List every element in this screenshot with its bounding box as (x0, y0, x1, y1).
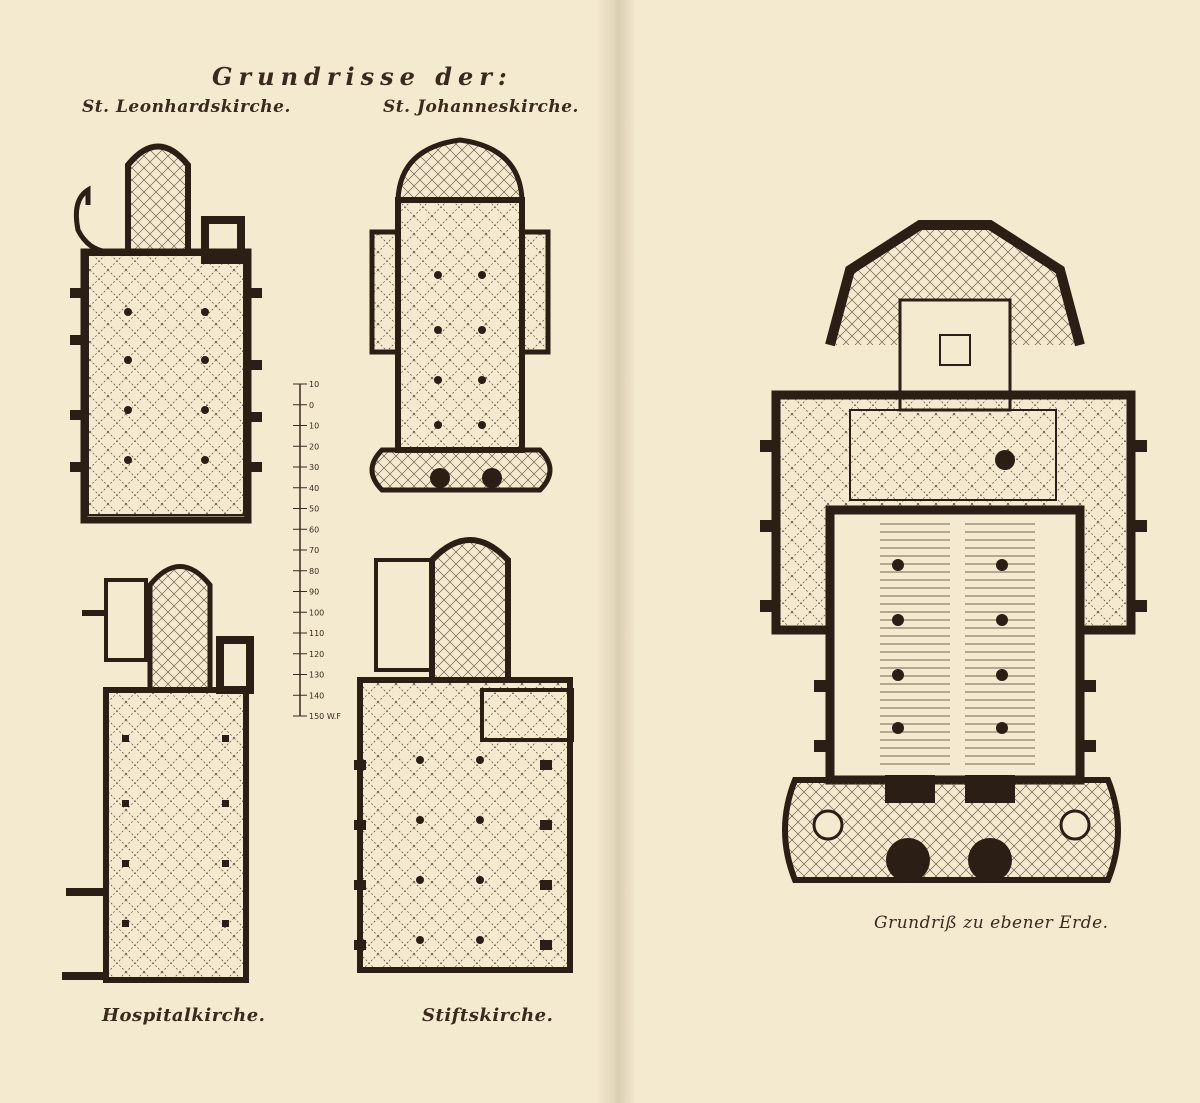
plan-hospitalkirche (62, 564, 254, 983)
label-johanneskirche: St. Johanneskirche. (383, 97, 579, 117)
scale-tick-label: 150 W.F (309, 712, 341, 721)
ground-pillars (892, 450, 1015, 734)
scale-tick-label: 70 (309, 546, 319, 555)
scale-tick-label: 120 (309, 650, 324, 659)
scale-tick-label: 80 (309, 567, 319, 576)
hospital-pillars (122, 735, 229, 927)
stift-buttresses (354, 760, 552, 950)
scale-tick-label: 110 (309, 629, 324, 638)
scale-tick-label: 140 (309, 691, 324, 700)
scale-tick-label: 40 (309, 484, 319, 493)
ground-towers (812, 775, 1091, 882)
scale-tick-label: 100 (309, 608, 324, 617)
label-hospitalkirche: Hospitalkirche. (102, 1005, 266, 1026)
scale-tick-label: 30 (309, 463, 319, 472)
hospital-side-walls (62, 610, 106, 980)
label-ground-floor-plan: Grundriß zu ebener Erde. (874, 913, 1109, 933)
plan-johanneskirche (369, 137, 553, 493)
plan-leonhardskirche (70, 143, 262, 524)
leonhard-pillars (124, 308, 209, 464)
label-leonhardskirche: St. Leonhardskirche. (82, 97, 291, 117)
johannes-towers (430, 468, 502, 488)
scale-tick-label: 130 (309, 671, 324, 680)
page-gutter (596, 0, 636, 1103)
label-stiftskirche: Stiftskirche. (422, 1005, 554, 1026)
scale-tick-label: 60 (309, 525, 319, 534)
scale-tick-label: 10 (309, 380, 319, 389)
scale-tick-label: 10 (309, 422, 319, 431)
scale-tick-label: 0 (309, 401, 314, 410)
leonhard-buttresses (70, 288, 262, 472)
scale-bar: 100102030405060708090100110120130140150 … (293, 380, 341, 721)
scale-tick-label: 20 (309, 442, 319, 451)
scale-tick-label: 90 (309, 588, 319, 597)
plan-ground-floor (760, 220, 1147, 883)
stift-pillars (416, 756, 484, 944)
johannes-pillars (434, 271, 486, 429)
ground-buttresses (760, 440, 1147, 752)
plan-stiftskirche (354, 537, 574, 973)
scale-tick-label: 50 (309, 505, 319, 514)
sheet-title: Grundrisse der: (212, 62, 513, 91)
